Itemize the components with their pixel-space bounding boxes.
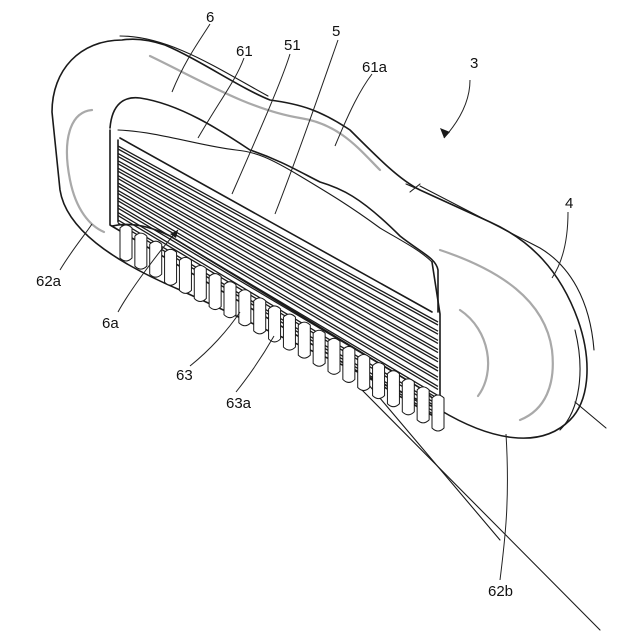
guard-fin bbox=[269, 306, 281, 342]
assembly-arrow bbox=[440, 80, 470, 138]
guard-fin bbox=[283, 314, 295, 350]
guard-fin bbox=[120, 225, 132, 261]
guard-fin bbox=[358, 355, 370, 391]
guard-fin bbox=[402, 379, 414, 415]
blade-rib bbox=[118, 153, 438, 331]
guard-fin bbox=[313, 330, 325, 366]
guard-fin bbox=[254, 298, 266, 334]
label-5: 5 bbox=[332, 23, 340, 40]
housing bbox=[52, 36, 594, 438]
label-61a: 61a bbox=[362, 59, 388, 76]
guard-fin bbox=[165, 249, 177, 285]
guard-fin bbox=[224, 282, 236, 318]
guard-fin bbox=[298, 322, 310, 358]
reference-labels: 3 4 5 51 6 61 61a 62a 62b 63 63a 6a bbox=[36, 9, 573, 600]
label-3: 3 bbox=[470, 55, 478, 72]
label-6a: 6a bbox=[102, 315, 119, 332]
guard-fin bbox=[135, 233, 147, 269]
guard-fin bbox=[343, 346, 355, 382]
guard-fin bbox=[387, 371, 399, 407]
guard-fin bbox=[373, 363, 385, 399]
leader-lines bbox=[60, 24, 568, 580]
guard-fin bbox=[194, 265, 206, 301]
label-63a: 63a bbox=[226, 395, 252, 412]
label-4: 4 bbox=[565, 195, 573, 212]
guard-fin bbox=[209, 274, 221, 310]
guard-fin bbox=[328, 338, 340, 374]
label-61: 61 bbox=[236, 43, 253, 60]
label-62a: 62a bbox=[36, 273, 62, 290]
guard-fin bbox=[239, 290, 251, 326]
label-6: 6 bbox=[206, 9, 214, 26]
guard-fin bbox=[179, 257, 191, 293]
label-62b: 62b bbox=[488, 583, 513, 600]
blade-rib-edge bbox=[118, 193, 438, 380]
label-51: 51 bbox=[284, 37, 301, 54]
guard-fin bbox=[150, 241, 162, 277]
label-63: 63 bbox=[176, 367, 193, 384]
guard-fin bbox=[417, 387, 429, 423]
guard-fin bbox=[432, 395, 444, 431]
